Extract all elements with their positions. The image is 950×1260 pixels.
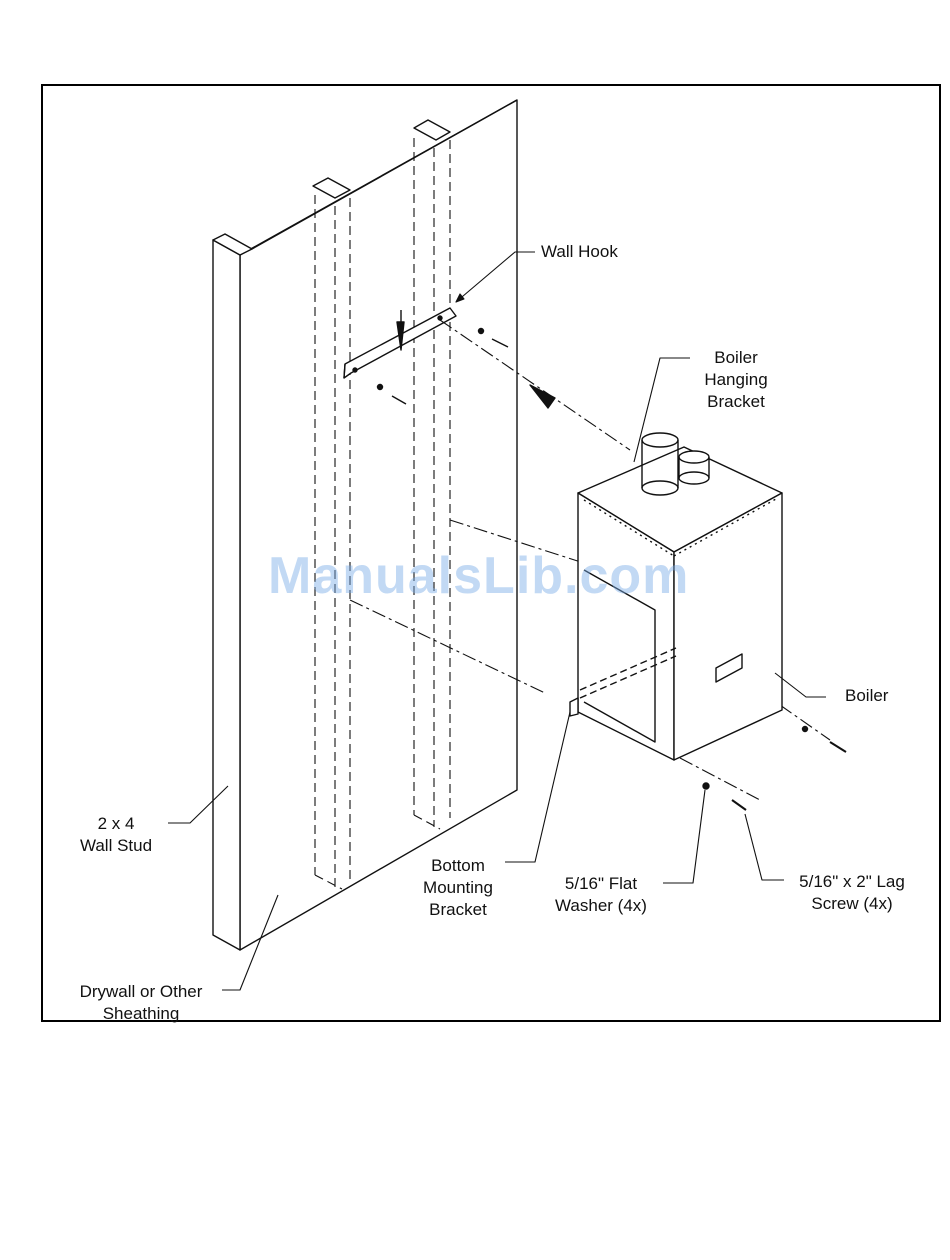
alignment-arrow	[530, 385, 555, 408]
label-drywall: Drywall or Other Sheathing	[66, 981, 216, 1025]
label-wall-stud: 2 x 4 Wall Stud	[72, 813, 160, 857]
drywall-panel	[213, 100, 517, 950]
label-bottom-mounting-bracket: Bottom Mounting Bracket	[415, 855, 501, 921]
label-lag-screw: 5/16" x 2" Lag Screw (4x)	[788, 871, 916, 915]
label-flat-washer: 5/16" Flat Washer (4x)	[545, 873, 657, 917]
label-boiler: Boiler	[845, 685, 888, 707]
lower-fasteners	[703, 727, 846, 811]
label-boiler-hanging-bracket: Boiler Hanging Bracket	[698, 347, 774, 413]
bottom-mounting-bracket	[570, 698, 578, 716]
label-wall-hook: Wall Hook	[541, 241, 618, 263]
watermark: ManualsLib.com	[268, 546, 689, 606]
